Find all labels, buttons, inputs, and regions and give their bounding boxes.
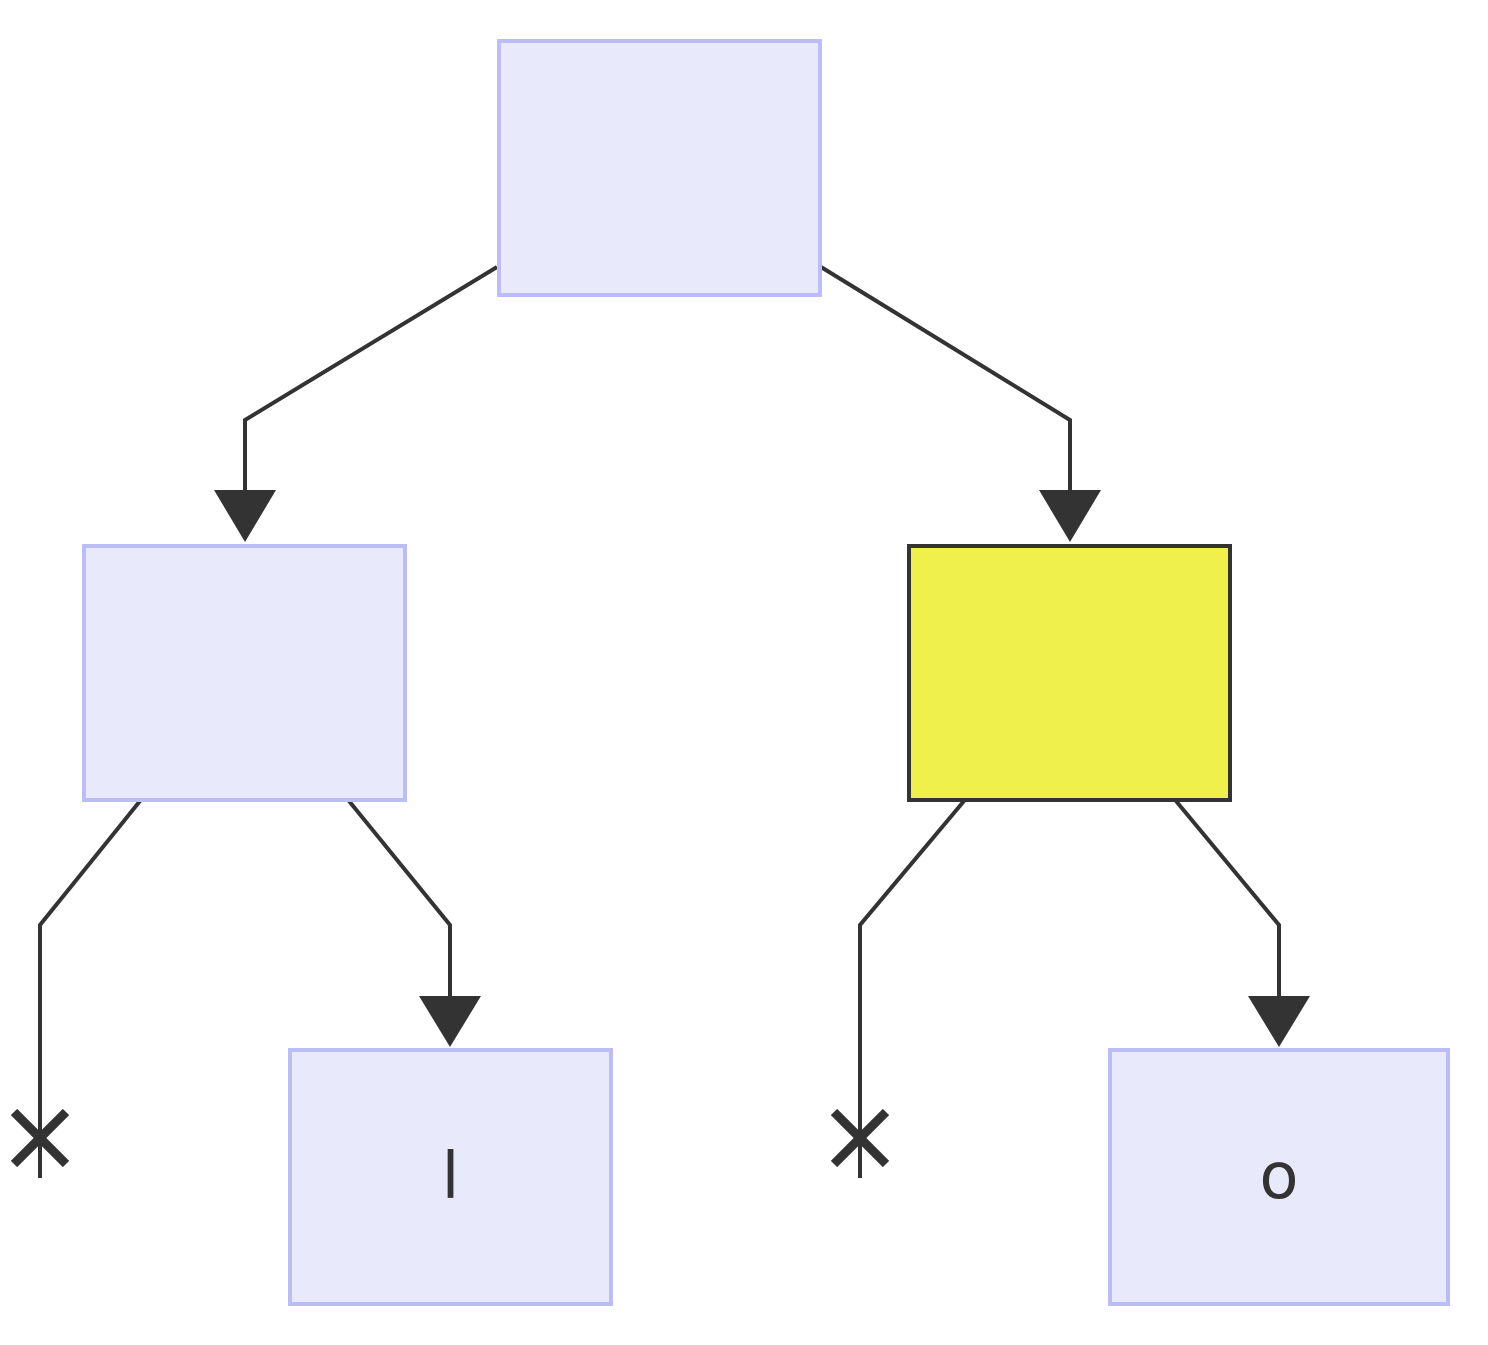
tree-node-right-right: o [1108,1048,1450,1306]
node-label-o: o [1259,1140,1298,1214]
tree-node-left [82,544,407,802]
node-label-l: l [442,1140,460,1214]
edge-left-to-left-right [347,799,452,998]
edge-right-to-right-right [1174,799,1281,998]
nodes: l o [82,39,1450,1306]
arrowhead-right-to-right-right [1248,996,1310,1047]
edge-left-to-null [38,799,142,1178]
edges [10,265,1310,1178]
tree-node-left-right: l [288,1048,613,1306]
tree-node-root [497,39,822,297]
tree-node-right-highlighted [907,544,1232,802]
edge-right-to-null [858,799,966,1178]
edge-root-to-right [819,265,1072,492]
null-cross-icon [830,1108,890,1168]
edge-root-to-left [243,265,499,492]
null-cross-icon [10,1108,70,1168]
arrowhead-root-to-left [214,490,276,542]
arrowhead-root-to-right [1039,490,1101,542]
arrowhead-left-to-left-right [419,996,481,1047]
